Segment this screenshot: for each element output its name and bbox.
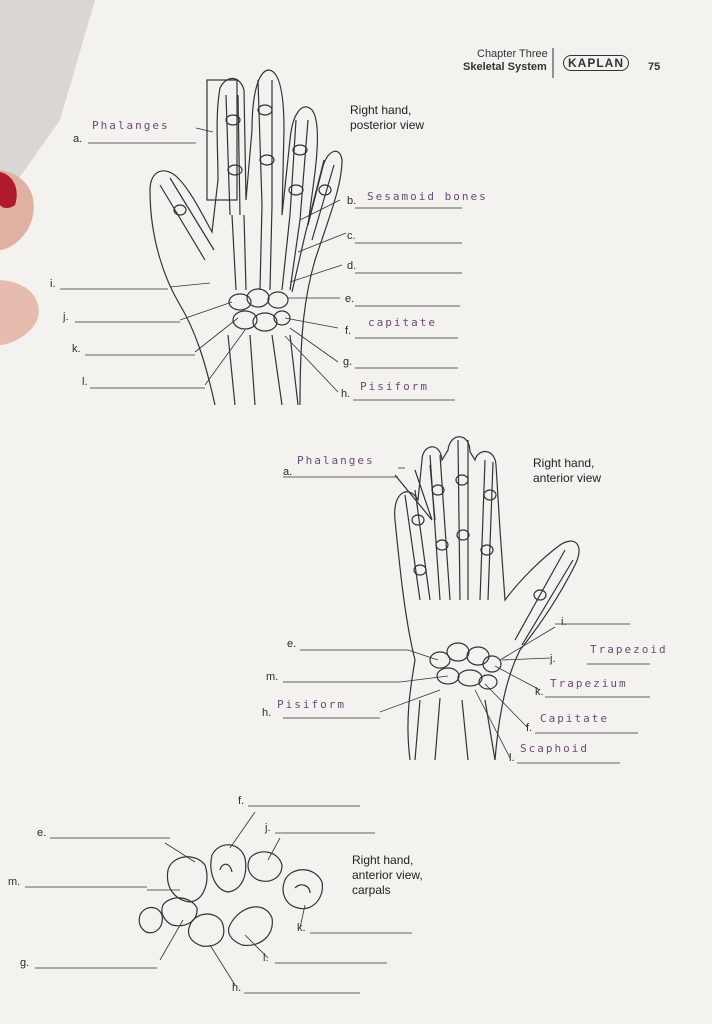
fig2-label-l: l. xyxy=(509,752,515,764)
fig3-label-k: k. xyxy=(297,922,306,934)
fig3-label-m: m. xyxy=(8,876,21,888)
fig3-label-g: g. xyxy=(20,957,30,969)
figure2-title: Right hand, anterior view xyxy=(533,456,601,486)
section-label: Skeletal System xyxy=(463,61,547,73)
fig1-label-i: i. xyxy=(50,278,56,290)
figure2-title-line1: Right hand, xyxy=(533,456,595,470)
fig1-label-l: l. xyxy=(82,376,88,388)
hand-posterior-illustration xyxy=(149,69,343,406)
figure3-title-line3: carpals xyxy=(352,883,391,897)
fig2-label-m: m. xyxy=(266,671,279,683)
fig1-label-h: h. xyxy=(341,388,351,400)
fig1-label-b: b. xyxy=(347,195,357,207)
fig2-answer-h: Pisiform xyxy=(277,698,346,711)
fig1-label-g: g. xyxy=(343,356,353,368)
chapter-label: Chapter Three xyxy=(477,48,548,60)
fig3-label-h: h. xyxy=(232,982,242,994)
page-number: 75 xyxy=(648,61,661,73)
fig1-label-a: a. xyxy=(73,133,83,145)
fig2-label-j: j. xyxy=(550,653,556,665)
fig1-label-d: d. xyxy=(347,260,357,272)
figure2-leader-lines xyxy=(283,467,650,764)
fig2-label-e: e. xyxy=(287,638,297,650)
fig3-label-e: e. xyxy=(37,827,47,839)
fig2-answer-j: Trapezoid xyxy=(590,643,668,656)
fig1-answer-b: Sesamoid bones xyxy=(367,190,488,203)
fig2-label-h: h. xyxy=(262,707,272,719)
fig2-answer-a: Phalanges xyxy=(297,454,375,467)
fig2-answer-l: Scaphoid xyxy=(520,742,589,755)
fig2-label-a: a. xyxy=(283,466,293,478)
fig1-label-c: c. xyxy=(347,230,356,242)
fig1-label-e: e. xyxy=(345,293,355,305)
fig1-label-k: k. xyxy=(72,343,81,355)
fig2-answer-f: Capitate xyxy=(540,712,609,725)
fig1-answer-h: Pisiform xyxy=(360,380,429,393)
figure3-leader-lines xyxy=(25,805,412,994)
fig2-label-k: k. xyxy=(535,686,544,698)
fig3-label-l: l. xyxy=(263,952,269,964)
fig2-label-i: i. xyxy=(561,616,567,628)
figure2-title-line2: anterior view xyxy=(533,471,602,485)
figure1-title-line1: Right hand, xyxy=(350,103,412,117)
figure1-title-line2: posterior view xyxy=(350,118,425,132)
figure3-title-line1: Right hand, xyxy=(352,853,414,867)
fig1-label-j: j. xyxy=(63,311,69,323)
finger-lower xyxy=(0,280,39,345)
figure1-title: Right hand, posterior view xyxy=(350,103,424,133)
fig1-answer-f: capitate xyxy=(368,316,437,329)
figure3-title: Right hand, anterior view, carpals xyxy=(352,853,423,898)
figure1-leader-lines xyxy=(60,127,462,401)
carpals-illustration xyxy=(138,844,324,947)
fingernail xyxy=(0,172,17,209)
figure3-title-line2: anterior view, xyxy=(352,868,423,882)
fig3-label-f: f. xyxy=(238,795,245,807)
brand-logo: KAPLAN xyxy=(563,55,629,71)
fig2-answer-k: Trapezium xyxy=(550,677,628,690)
hand-anterior-illustration xyxy=(394,436,580,761)
fig2-label-f: f. xyxy=(526,722,533,734)
fig1-label-f: f. xyxy=(345,325,352,337)
fig3-label-j: j. xyxy=(265,822,271,834)
fig1-answer-a: Phalanges xyxy=(92,119,170,132)
